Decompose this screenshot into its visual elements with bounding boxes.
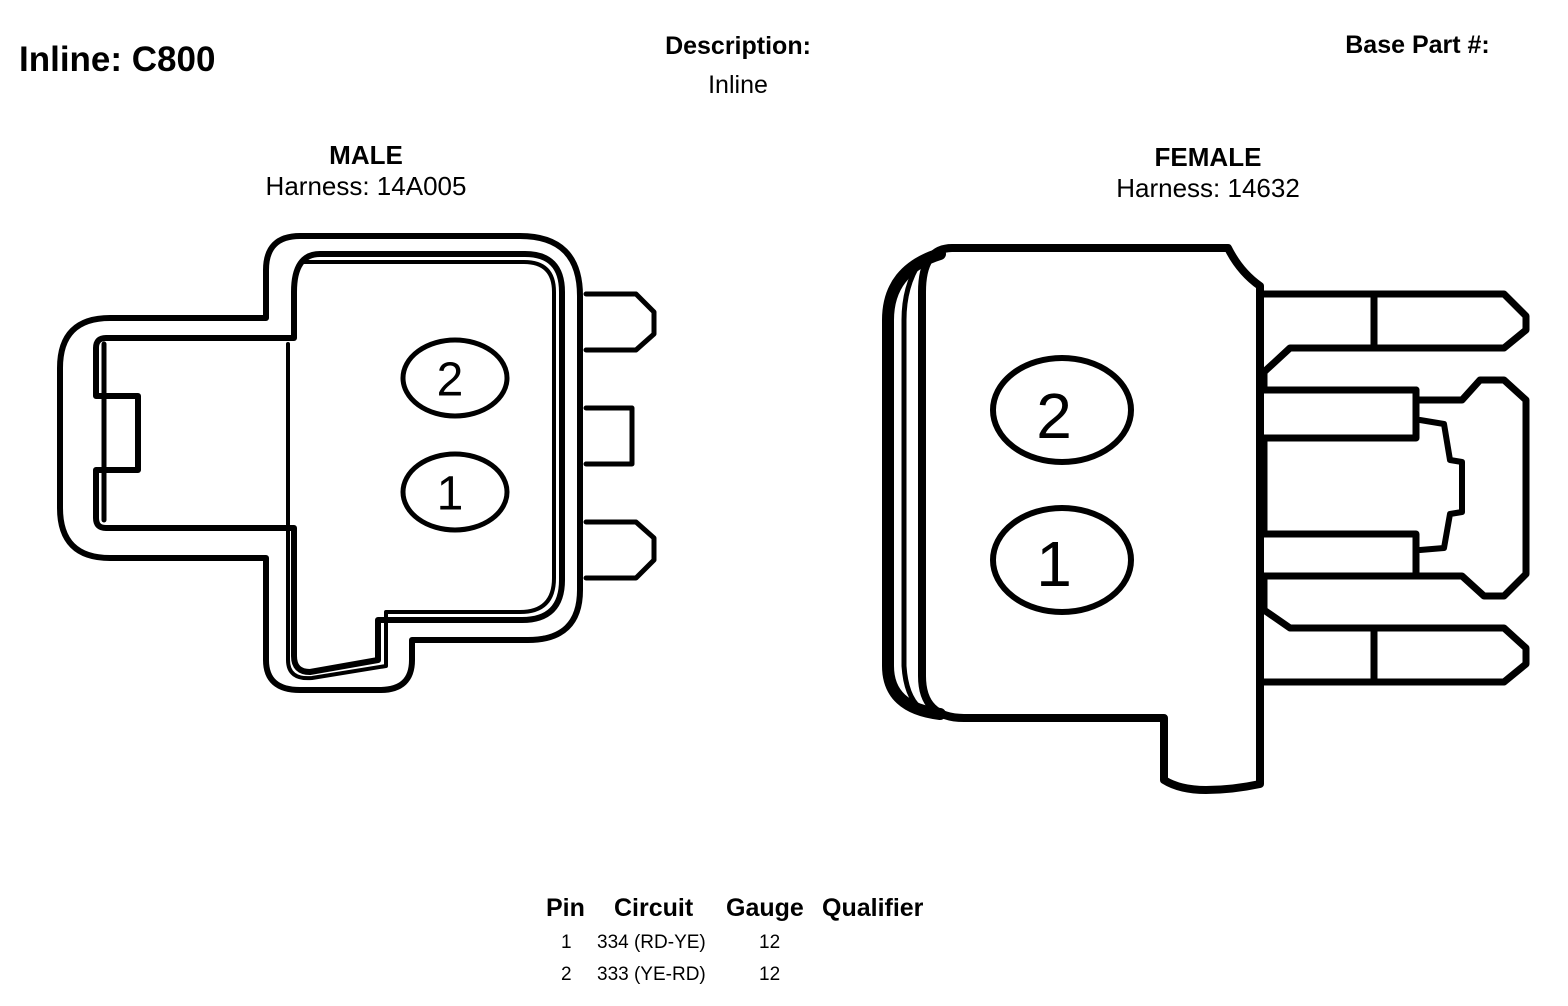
female-pin-1: 1	[990, 505, 1134, 615]
base-part-label: Base Part #:	[1345, 31, 1490, 59]
female-terminal-top	[1260, 290, 1530, 394]
female-pin-2: 2	[990, 355, 1134, 465]
female-pin-1-circle	[990, 505, 1134, 615]
female-pin-2-label: 2	[1036, 380, 1072, 452]
male-terminal-bottom	[583, 519, 657, 581]
pin-cell: 1	[561, 932, 572, 953]
male-pin-1-label: 1	[437, 468, 464, 521]
pin-cell: 2	[561, 964, 572, 985]
female-harness-label: Harness: 14632	[1116, 173, 1300, 203]
circuit-cell: 333 (YE-RD)	[597, 964, 706, 985]
female-pin-2-circle	[990, 355, 1134, 465]
pin-column-header: Pin	[546, 894, 585, 922]
male-heading: MALE	[329, 140, 403, 170]
female-pin-1-label: 1	[1036, 528, 1072, 600]
male-connector-diagram: 2 1	[57, 233, 657, 693]
male-pin-1: 1	[400, 451, 510, 533]
female-main-body	[918, 244, 1264, 794]
female-heading: FEMALE	[1154, 142, 1262, 172]
female-terminal-bottom	[1260, 572, 1530, 686]
female-left-edge-inner	[901, 259, 923, 711]
circuit-column-header: Circuit	[614, 894, 694, 922]
page-title: Inline: C800	[19, 40, 216, 79]
male-harness-label: Harness: 14A005	[265, 171, 467, 201]
male-outer-shell	[57, 233, 583, 693]
gauge-cell: 12	[759, 932, 781, 953]
circuit-cell: 334 (RD-YE)	[597, 932, 706, 953]
description-value: Inline	[708, 71, 768, 99]
male-terminal-middle	[583, 405, 635, 467]
male-inner-body	[93, 251, 565, 675]
gauge-cell: 12	[759, 964, 781, 985]
gauge-column-header: Gauge	[726, 894, 804, 922]
male-pin-1-circle	[400, 451, 510, 533]
female-connector-diagram: 2 1	[882, 244, 1530, 794]
male-pin-2-label: 2	[437, 354, 464, 407]
male-inner-double-line	[286, 260, 556, 681]
male-pin-2: 2	[400, 337, 510, 419]
description-label: Description:	[665, 32, 811, 60]
female-terminal-middle	[1260, 386, 1420, 580]
female-latch-outer	[1412, 376, 1530, 600]
female-left-edge	[882, 248, 946, 720]
male-terminal-top	[583, 291, 657, 353]
male-pin-2-circle	[400, 337, 510, 419]
qualifier-column-header: Qualifier	[822, 894, 924, 922]
female-latch-inner	[1417, 417, 1465, 553]
